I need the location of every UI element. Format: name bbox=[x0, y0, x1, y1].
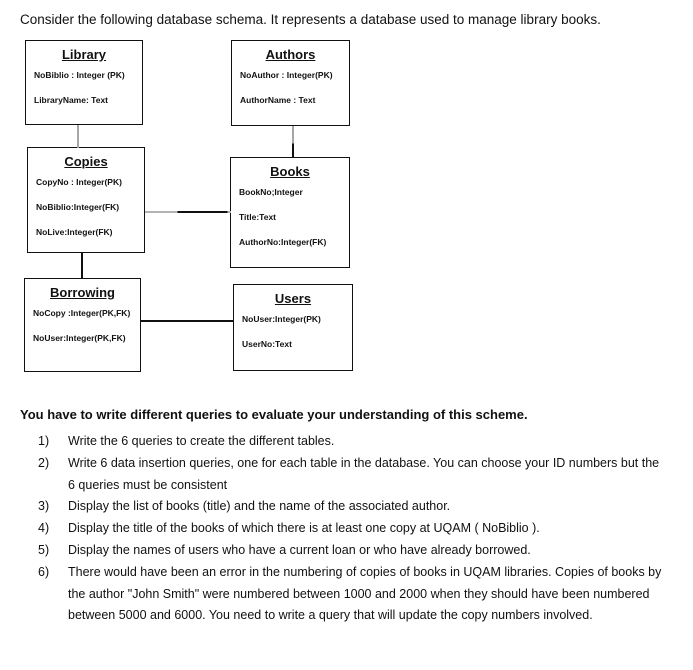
intro-sentence: Consider the following database schema. … bbox=[20, 12, 601, 27]
entity-authors: Authors NoAuthor : Integer(PK) AuthorNam… bbox=[231, 40, 350, 126]
task-item-1: 1) Write the 6 queries to create the dif… bbox=[38, 431, 670, 453]
entity-authors-title: Authors bbox=[265, 47, 316, 62]
entity-library-title: Library bbox=[61, 47, 107, 62]
task-item-number: 2) bbox=[38, 455, 50, 470]
connector-copies-books bbox=[145, 211, 231, 213]
entity-borrowing: Borrowing NoCopy :Integer(PK,FK) NoUser:… bbox=[24, 278, 141, 372]
task-item-2: 2) Write 6 data insertion queries, one f… bbox=[38, 453, 670, 497]
task-item-text: Display the title of the books of which … bbox=[68, 521, 540, 536]
entity-users-title: Users bbox=[274, 291, 312, 306]
entity-users: Users NoUser:Integer(PK) UserNo:Text bbox=[233, 284, 353, 371]
task-item-text: Write the 6 queries to create the differ… bbox=[68, 434, 335, 448]
connector-borrowing-users bbox=[140, 320, 234, 322]
entity-borrowing-attribute: NoCopy :Integer(PK,FK) bbox=[33, 307, 131, 318]
entity-copies: Copies CopyNo : Integer(PK) NoBiblio:Int… bbox=[27, 147, 145, 253]
entity-books-attribute: BookNo;Integer bbox=[239, 186, 303, 197]
entity-library-attribute: LibraryName: Text bbox=[34, 94, 109, 105]
task-heading: You have to write different queries to e… bbox=[20, 407, 528, 422]
task-item-number: 1) bbox=[38, 434, 50, 448]
connector-authors-books bbox=[292, 126, 294, 158]
connector-copies-borrowing bbox=[81, 253, 83, 279]
task-item-5: 5) Display the names of users who have a… bbox=[38, 540, 670, 562]
entity-books: Books BookNo;Integer Title:Text AuthorNo… bbox=[230, 157, 350, 268]
entity-copies-attribute: NoLive:Integer(FK) bbox=[36, 226, 113, 237]
entity-copies-title: Copies bbox=[64, 154, 108, 169]
entity-books-attribute: AuthorNo:Integer(FK) bbox=[239, 236, 327, 247]
entity-borrowing-title: Borrowing bbox=[50, 285, 115, 300]
task-item-number: 3) bbox=[38, 499, 50, 514]
connector-library-copies bbox=[77, 125, 79, 148]
task-item-number: 4) bbox=[38, 521, 50, 536]
task-item-text: Display the names of users who have a cu… bbox=[68, 542, 531, 557]
entity-authors-attribute: AuthorName : Text bbox=[240, 94, 316, 105]
entity-users-attribute: UserNo:Text bbox=[242, 338, 292, 349]
entity-library-attribute: NoBiblio : Integer (PK) bbox=[34, 69, 125, 80]
entity-users-attribute: NoUser:Integer(PK) bbox=[242, 313, 321, 324]
entity-copies-attribute: NoBiblio:Integer(FK) bbox=[36, 201, 120, 212]
task-item-4: 4) Display the title of the books of whi… bbox=[38, 518, 670, 540]
task-item-text: There would have been an error in the nu… bbox=[68, 564, 662, 623]
entity-books-attribute: Title:Text bbox=[239, 211, 276, 222]
entity-copies-attribute: CopyNo : Integer(PK) bbox=[36, 176, 122, 187]
entity-borrowing-attribute: NoUser:Integer(PK,FK) bbox=[33, 332, 126, 343]
task-item-6: 6) There would have been an error in the… bbox=[38, 562, 670, 627]
entity-library: Library NoBiblio : Integer (PK) LibraryN… bbox=[25, 40, 143, 125]
task-list: 1) Write the 6 queries to create the dif… bbox=[38, 431, 670, 627]
task-item-text: Write 6 data insertion queries, one for … bbox=[68, 455, 660, 492]
task-item-text: Display the list of books (title) and th… bbox=[68, 499, 451, 514]
task-item-number: 6) bbox=[38, 564, 50, 579]
entity-authors-attribute: NoAuthor : Integer(PK) bbox=[240, 69, 333, 80]
entity-books-title: Books bbox=[270, 164, 310, 179]
task-item-3: 3) Display the list of books (title) and… bbox=[38, 496, 670, 518]
task-item-number: 5) bbox=[38, 542, 50, 557]
